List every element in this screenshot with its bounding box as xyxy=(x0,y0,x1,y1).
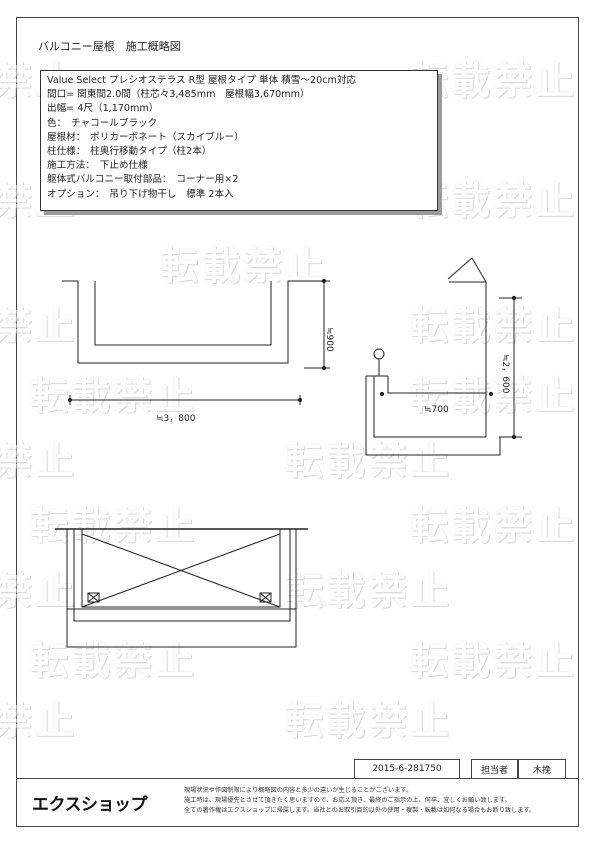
width-dimension-label: ≒3，800 xyxy=(156,414,196,424)
spec-line: 施工方法： 下止め仕様 xyxy=(47,160,148,172)
plan-view xyxy=(62,278,330,405)
spec-line: Value Select プレシオステラス R型 屋根タイプ 単体 積雪～20c… xyxy=(47,75,357,86)
footer-divider xyxy=(16,778,579,779)
page-title: バルコニー屋根 施工概略図 xyxy=(38,40,181,53)
depth-dimension-label: ≒900 xyxy=(324,327,334,352)
spec-line: 躯体式バルコニー取付部品： コーナー用×2 xyxy=(47,174,239,186)
drawing-frame xyxy=(16,17,579,827)
notice-line: 施工時は、現場優先とさせて頂きたく思いますので、お応え頂き、最終のご指示の上、何… xyxy=(184,797,511,804)
spec-line: 柱仕様： 柱奥行移動タイプ（柱2本） xyxy=(47,146,212,158)
person-name: 木挽 xyxy=(518,759,566,779)
spec-line: 出幅= 4尺（1,170mm） xyxy=(47,103,159,115)
roof-plan-view xyxy=(55,528,308,648)
spec-line: 屋根材： ポリカーボネート（スカイブルー） xyxy=(47,131,244,143)
spec-line: 色： チャコールブラック xyxy=(47,117,158,129)
side-view xyxy=(365,257,522,456)
document-id: 2015-6-281750 xyxy=(354,759,460,779)
height-dimension-label: ≒2，600 xyxy=(500,354,510,394)
notice-line: 現場状況や作図制限により概略図の内容と多少の違いが生じることがございます。 xyxy=(184,787,413,794)
notice-line: 全ての著作権はエクスショップに帰属します。当社とのお取引目的以外の使用・複製・転… xyxy=(184,807,536,814)
spec-line: オプション： 吊り下げ物干し 標準 2本入 xyxy=(47,188,234,200)
side-width-dimension-label: ≒700 xyxy=(424,405,449,415)
spec-line: 間口= 関東間2.0間（柱芯々3,485mm 屋根幅3,670mm） xyxy=(47,89,310,101)
company-logo: エクスショップ xyxy=(32,795,148,815)
person-label: 担当者 xyxy=(471,759,518,779)
spec-box: Value Select プレシオステラス R型 屋根タイプ 単体 積雪～20c… xyxy=(40,70,438,211)
footer-notice: 現場状況や作図制限により概略図の内容と多少の違いが生じることがございます。 施工… xyxy=(184,786,569,816)
